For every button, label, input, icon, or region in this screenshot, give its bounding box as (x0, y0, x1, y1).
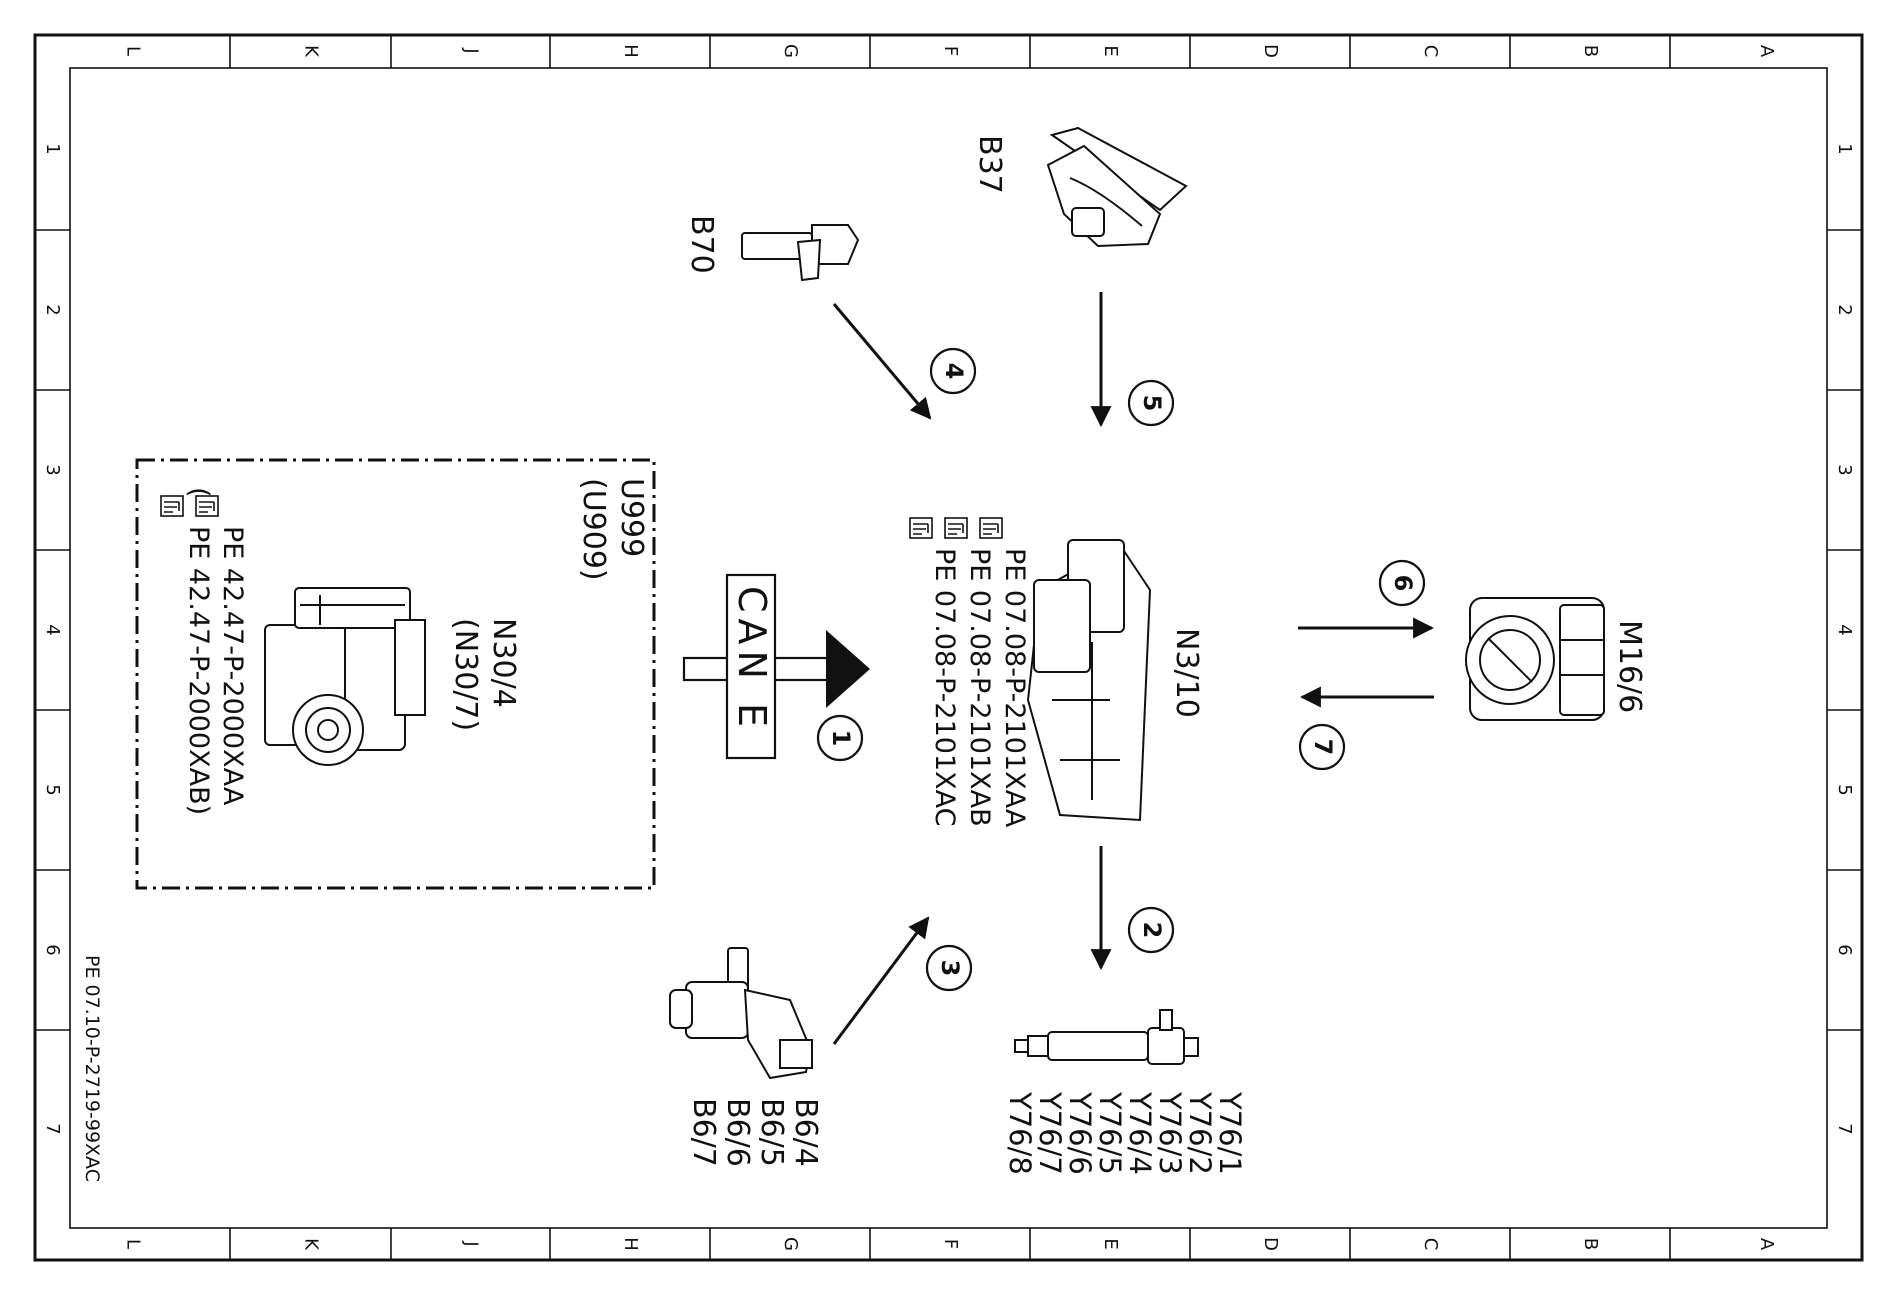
signal-arrows (832, 292, 1435, 1045)
zone-row-label: 5 (1834, 784, 1855, 795)
signal-number: 2 (1138, 922, 1166, 939)
b6-4-label: B6/4 (788, 1098, 823, 1167)
zone-column-label: K (301, 45, 322, 58)
zone-row-label: 3 (42, 464, 63, 475)
camshaft-hall-sensor-icon (669, 947, 813, 1080)
zone-column-label: D (1260, 44, 1281, 58)
engine-control-unit-icon (1026, 539, 1152, 822)
zone-row-label: 3 (1834, 464, 1855, 475)
zone-column-label: J (461, 47, 482, 53)
zone-row-label: 1 (1834, 143, 1855, 154)
n30-4-ref-2: PE 42.47-P-2000XAB) (183, 526, 214, 815)
zone-row-label: 2 (42, 304, 63, 315)
n30-7-label: (N30/7) (448, 618, 483, 731)
can-e-label: CAN E (730, 586, 774, 733)
zone-column-label: E (1100, 1238, 1121, 1249)
signal-circle (1127, 379, 1175, 427)
y76-3-label: Y76/3 (1153, 1091, 1187, 1175)
u999-label: U999 (614, 478, 649, 557)
signal-number: 7 (1309, 739, 1337, 756)
can-e-bus-indicator: CAN E (682, 573, 870, 760)
pointing-hand-icon (195, 495, 219, 517)
n30-4-label: N30/4 (486, 618, 521, 708)
y76-2-label: Y76/2 (1183, 1091, 1217, 1175)
zone-row-label: 7 (1834, 1123, 1855, 1134)
signal-number: 1 (827, 730, 855, 747)
zone-row-label: 4 (42, 624, 63, 635)
accelerator-pedal-sensor-icon (1046, 126, 1188, 248)
b6-7-label: B6/7 (686, 1098, 721, 1167)
zone-column-label: J (461, 1240, 482, 1246)
zone-column-label: B (1580, 45, 1601, 57)
zone-column-label: A (1756, 1238, 1777, 1251)
y76-8-label: Y76/8 (1003, 1091, 1037, 1175)
signal-circle (816, 714, 864, 762)
signal-number: 3 (936, 960, 964, 977)
b70-label: B70 (684, 215, 719, 274)
b6-5-label: B6/5 (754, 1098, 789, 1167)
zone-column-label: K (301, 1238, 322, 1251)
b6-6-label: B6/6 (720, 1098, 755, 1167)
pointing-hand-icon (979, 517, 1003, 539)
signal-circle (1378, 559, 1426, 607)
u909-label: (U909) (576, 478, 611, 581)
zone-column-label: F (940, 1239, 961, 1249)
pointing-hand-icon (160, 495, 184, 517)
signal-circle (1298, 723, 1346, 771)
signal-circle (1127, 906, 1175, 954)
zone-column-label: H (620, 1237, 641, 1251)
sheet-frame (33, 33, 1864, 1262)
zone-row-label: 7 (42, 1123, 63, 1134)
y76-4-label: Y76/4 (1123, 1091, 1157, 1175)
zone-column-label: C (1420, 45, 1441, 58)
throttle-actuator-icon (1465, 597, 1605, 721)
n3-10-ref-2: PE 07.08-P-2101XAB (964, 548, 995, 827)
m16-6-label: M16/6 (1612, 620, 1647, 713)
zone-grid: L L K K J J H H G G F F E E D D C C B B A A 1 1 2 2 3 3 4 4 5 5 6 6 7 7 (35, 35, 1862, 1260)
zone-row-label: 6 (1834, 944, 1855, 955)
zone-column-label: G (780, 1237, 801, 1251)
zone-column-label: G (780, 44, 801, 58)
y76-1-label: Y76/1 (1213, 1091, 1247, 1175)
zone-column-label: H (620, 44, 641, 58)
signal-number: 5 (1138, 395, 1166, 412)
zone-row-label: 5 (42, 784, 63, 795)
fuel-injector-icon (1014, 1009, 1199, 1065)
zone-column-label: E (1100, 45, 1121, 56)
signal-number: 4 (940, 363, 968, 380)
y76-5-label: Y76/5 (1093, 1091, 1127, 1175)
esp-control-unit-icon (264, 587, 426, 766)
zone-column-label: L (123, 1239, 144, 1249)
u999-assembly-boundary (135, 458, 656, 890)
zone-column-label: F (940, 46, 961, 56)
zone-column-label: B (1580, 1238, 1601, 1250)
signal-circle (929, 347, 977, 395)
zone-row-label: 4 (1834, 624, 1855, 635)
zone-row-label: 2 (1834, 304, 1855, 315)
y76-7-label: Y76/7 (1033, 1091, 1067, 1175)
zone-row-label: 6 (42, 944, 63, 955)
b37-label: B37 (972, 135, 1007, 194)
n30-4-ref-1: PE 42.47-P-2000XAA (217, 526, 248, 806)
zone-column-label: A (1756, 45, 1777, 58)
zone-column-label: D (1260, 1237, 1281, 1251)
n3-10-label: N3/10 (1169, 628, 1204, 718)
pointing-hand-icon (944, 517, 968, 539)
crankshaft-sensor-icon (741, 224, 860, 282)
signal-circle (925, 944, 973, 992)
y76-6-label: Y76/6 (1063, 1091, 1097, 1175)
signal-number: 6 (1389, 575, 1417, 592)
pointing-hand-icon (909, 517, 933, 539)
document-id: PE 07.10-P-2719-99XAC (81, 955, 103, 1182)
n3-10-ref-3: PE 07.08-P-2101XAC (929, 548, 960, 826)
zone-row-label: 1 (42, 143, 63, 154)
zone-column-label: L (123, 46, 144, 56)
n30-4-ref-paren: ( (183, 487, 214, 498)
n3-10-ref-1: PE 07.08-P-2101XAA (999, 548, 1030, 828)
zone-column-label: C (1420, 1238, 1441, 1251)
